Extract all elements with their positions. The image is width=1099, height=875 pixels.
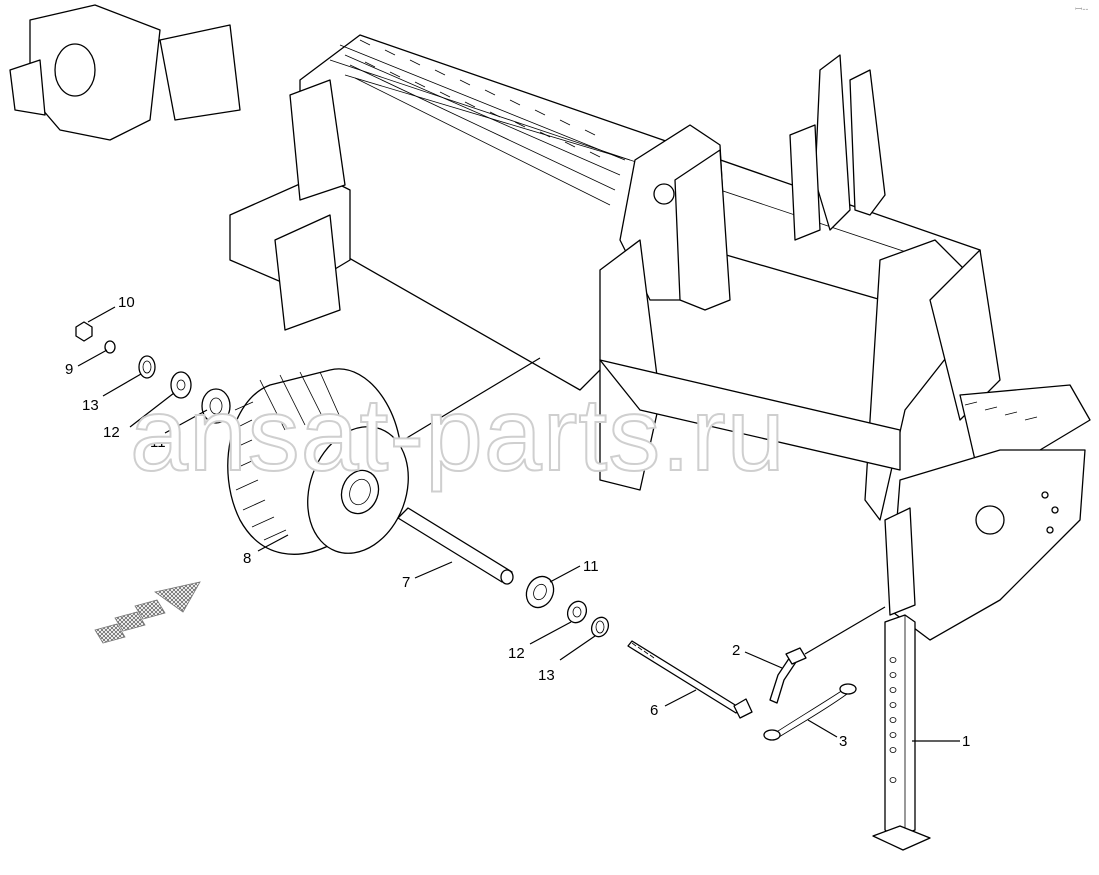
assembly-line-pin	[804, 606, 886, 655]
callout-13-right: 13	[538, 667, 555, 684]
callout-12-right: 12	[508, 645, 525, 662]
callout-1: 1	[962, 733, 970, 750]
machine-frame	[9, 4, 1091, 641]
assembly-line-wheel	[394, 357, 541, 446]
leader-lines	[77, 306, 960, 742]
bearing-right	[525, 575, 555, 609]
nut	[75, 321, 93, 342]
callout-8: 8	[243, 550, 251, 567]
callout-11-left: 11	[150, 434, 166, 451]
callout-2: 2	[732, 642, 740, 659]
callout-11-right: 11	[583, 558, 599, 575]
callout-12-left: 12	[103, 424, 120, 441]
watermark: ansat-parts.ru	[130, 377, 786, 493]
callout-13-left: 13	[82, 397, 99, 414]
washer-left	[170, 371, 192, 399]
conveyor-teeth	[339, 39, 626, 206]
ring-left	[138, 355, 156, 379]
lock-pin	[769, 647, 807, 704]
retaining-clip	[763, 683, 857, 741]
callout-labels: 10 9 13 12 11 8 7 11 12 13 6 2 3 1	[65, 294, 970, 750]
callout-9: 9	[65, 361, 73, 378]
support-stand	[872, 614, 931, 851]
ring-right	[590, 616, 610, 638]
bearing-left	[201, 388, 231, 424]
wheel	[227, 368, 409, 555]
tube	[397, 507, 513, 583]
callout-3: 3	[839, 733, 847, 750]
callout-7: 7	[402, 574, 410, 591]
direction-arrow-icon	[94, 581, 201, 644]
long-bolt	[627, 640, 753, 719]
lock-washer	[104, 340, 116, 354]
washer-right	[566, 600, 588, 624]
corner-mark: ꟷ--	[1075, 4, 1088, 14]
callout-10: 10	[118, 294, 135, 311]
wheel-assembly	[75, 321, 753, 719]
callout-6: 6	[650, 702, 658, 719]
